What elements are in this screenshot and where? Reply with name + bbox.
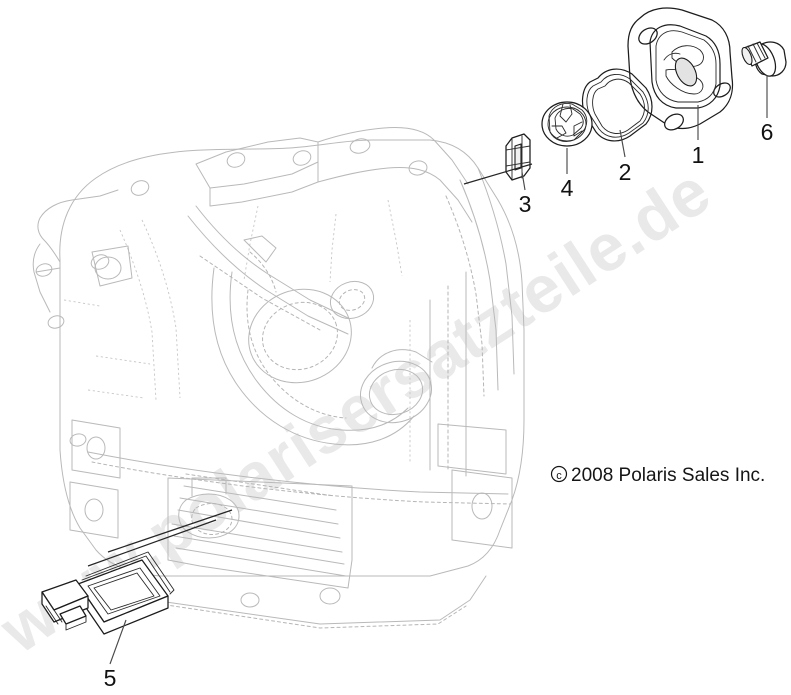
callout-number-4: 4	[561, 175, 574, 201]
pump-to-case-leader	[463, 163, 533, 185]
callout-5[interactable]: 5	[104, 619, 127, 691]
flange-bolt[interactable]	[740, 41, 787, 79]
copyright-notice: c 2008 Polaris Sales Inc.	[550, 465, 765, 486]
drive-pin-key[interactable]	[505, 133, 531, 181]
callout-2[interactable]: 2	[619, 129, 632, 185]
callout-number-2: 2	[619, 159, 632, 185]
callout-1[interactable]: 1	[692, 105, 705, 168]
pickup-to-case-leader	[87, 519, 217, 567]
callout-4[interactable]: 4	[561, 148, 574, 201]
copyright-text: 2008 Polaris Sales Inc.	[571, 465, 765, 486]
crankcase-outline	[32, 127, 525, 629]
copyright-circle	[550, 465, 568, 483]
callout-6[interactable]: 6	[761, 75, 774, 145]
callout-number-6: 6	[761, 119, 774, 145]
pump-rotor[interactable]	[541, 101, 593, 147]
o-ring-seal[interactable]	[581, 68, 653, 142]
callout-3[interactable]: 3	[519, 171, 532, 217]
callout-number-3: 3	[519, 191, 532, 217]
copyright-symbol-letter: c	[556, 470, 562, 482]
callout-number-1: 1	[692, 142, 705, 168]
assembly-leader-lines	[87, 163, 533, 567]
oil-pickup-screen[interactable]	[41, 551, 175, 635]
callout-number-5: 5	[104, 665, 117, 691]
oil-pump-cover[interactable]	[627, 7, 734, 133]
